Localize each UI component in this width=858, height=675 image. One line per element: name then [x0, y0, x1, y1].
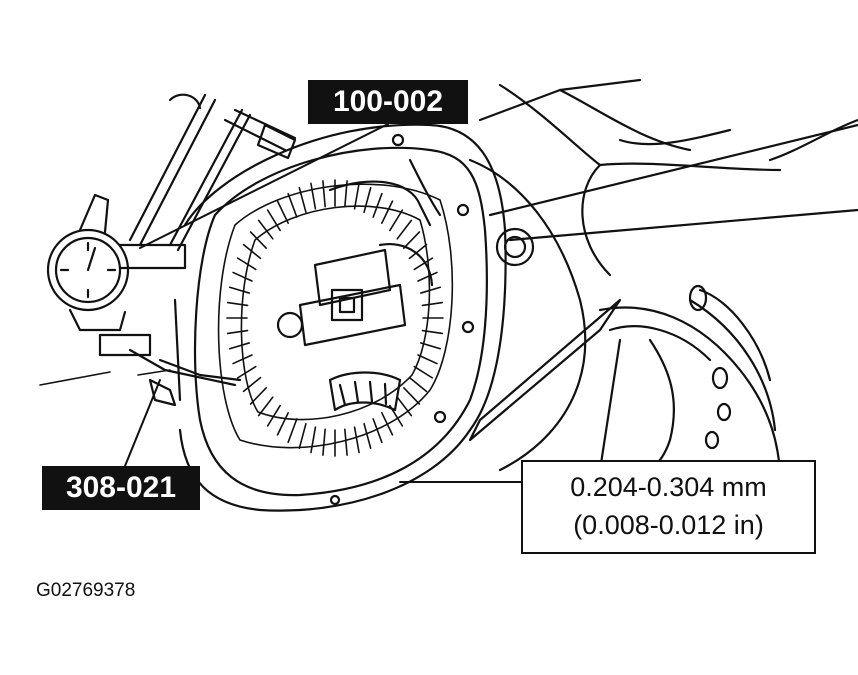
gear-tooth	[413, 365, 434, 379]
gear-tooth	[257, 396, 274, 417]
gear-tooth	[344, 428, 348, 456]
gear-tooth	[232, 271, 253, 282]
gear-tooth	[226, 329, 249, 335]
gear-tooth	[396, 396, 413, 417]
gear-tooth	[403, 231, 421, 249]
spec-imperial: (0.008-0.012 in)	[573, 510, 764, 540]
gear-tooth	[408, 243, 428, 260]
gear-tooth	[228, 286, 251, 294]
gear-tooth	[419, 342, 442, 350]
gear-tooth	[242, 243, 262, 260]
dial-indicator-assembly	[46, 93, 297, 407]
ring-gear	[217, 179, 454, 457]
callout-100-002: 100-002	[308, 80, 468, 124]
gear-tooth	[310, 426, 317, 454]
gear-tooth	[287, 418, 298, 444]
gear-tooth	[363, 422, 372, 450]
gear-tooth	[236, 365, 257, 379]
gear-tooth	[403, 387, 421, 405]
gear-tooth	[228, 342, 251, 350]
gear-tooth	[298, 186, 307, 214]
axle-housing-tube	[478, 78, 858, 277]
gear-tooth	[413, 257, 434, 271]
gear-tooth	[417, 271, 438, 282]
gear-tooth	[257, 219, 274, 240]
gear-tooth	[419, 286, 442, 294]
gear-tooth	[372, 192, 383, 218]
gear-tooth	[372, 418, 383, 444]
gear-tooth	[353, 426, 360, 454]
backlash-spec-box: 0.204-0.304 mm (0.008-0.012 in)	[521, 460, 816, 554]
reference-lines	[39, 369, 171, 386]
gear-tooth	[226, 301, 249, 307]
gear-tooth	[249, 387, 267, 405]
gear-tooth	[236, 257, 257, 271]
spec-metric: 0.204-0.304 mm	[570, 472, 767, 502]
gear-tooth	[276, 412, 289, 436]
gear-tooth	[421, 329, 444, 335]
gear-tooth	[322, 428, 326, 456]
callout-308-021: 308-021	[42, 466, 200, 510]
gear-tooth	[389, 209, 404, 232]
differential-case	[276, 158, 442, 412]
figure-id: G02769378	[36, 580, 136, 601]
gear-tooth	[322, 180, 326, 208]
gear-tooth	[396, 219, 413, 240]
gear-tooth	[417, 354, 438, 365]
gear-tooth	[242, 376, 262, 393]
gear-tooth	[310, 182, 317, 210]
gear-tooth	[276, 200, 289, 224]
gear-tooth	[266, 209, 281, 232]
gear-tooth	[298, 422, 307, 450]
gear-tooth	[381, 200, 394, 224]
gear-tooth	[353, 182, 360, 210]
gear-tooth	[421, 301, 444, 307]
gear-tooth	[287, 192, 298, 218]
gear-tooth	[408, 376, 428, 393]
gear-tooth	[232, 354, 253, 365]
leader-lines	[124, 123, 522, 483]
gear-tooth	[266, 404, 281, 427]
gear-tooth	[381, 412, 394, 436]
gear-tooth	[249, 231, 267, 249]
gear-tooth	[363, 186, 372, 214]
